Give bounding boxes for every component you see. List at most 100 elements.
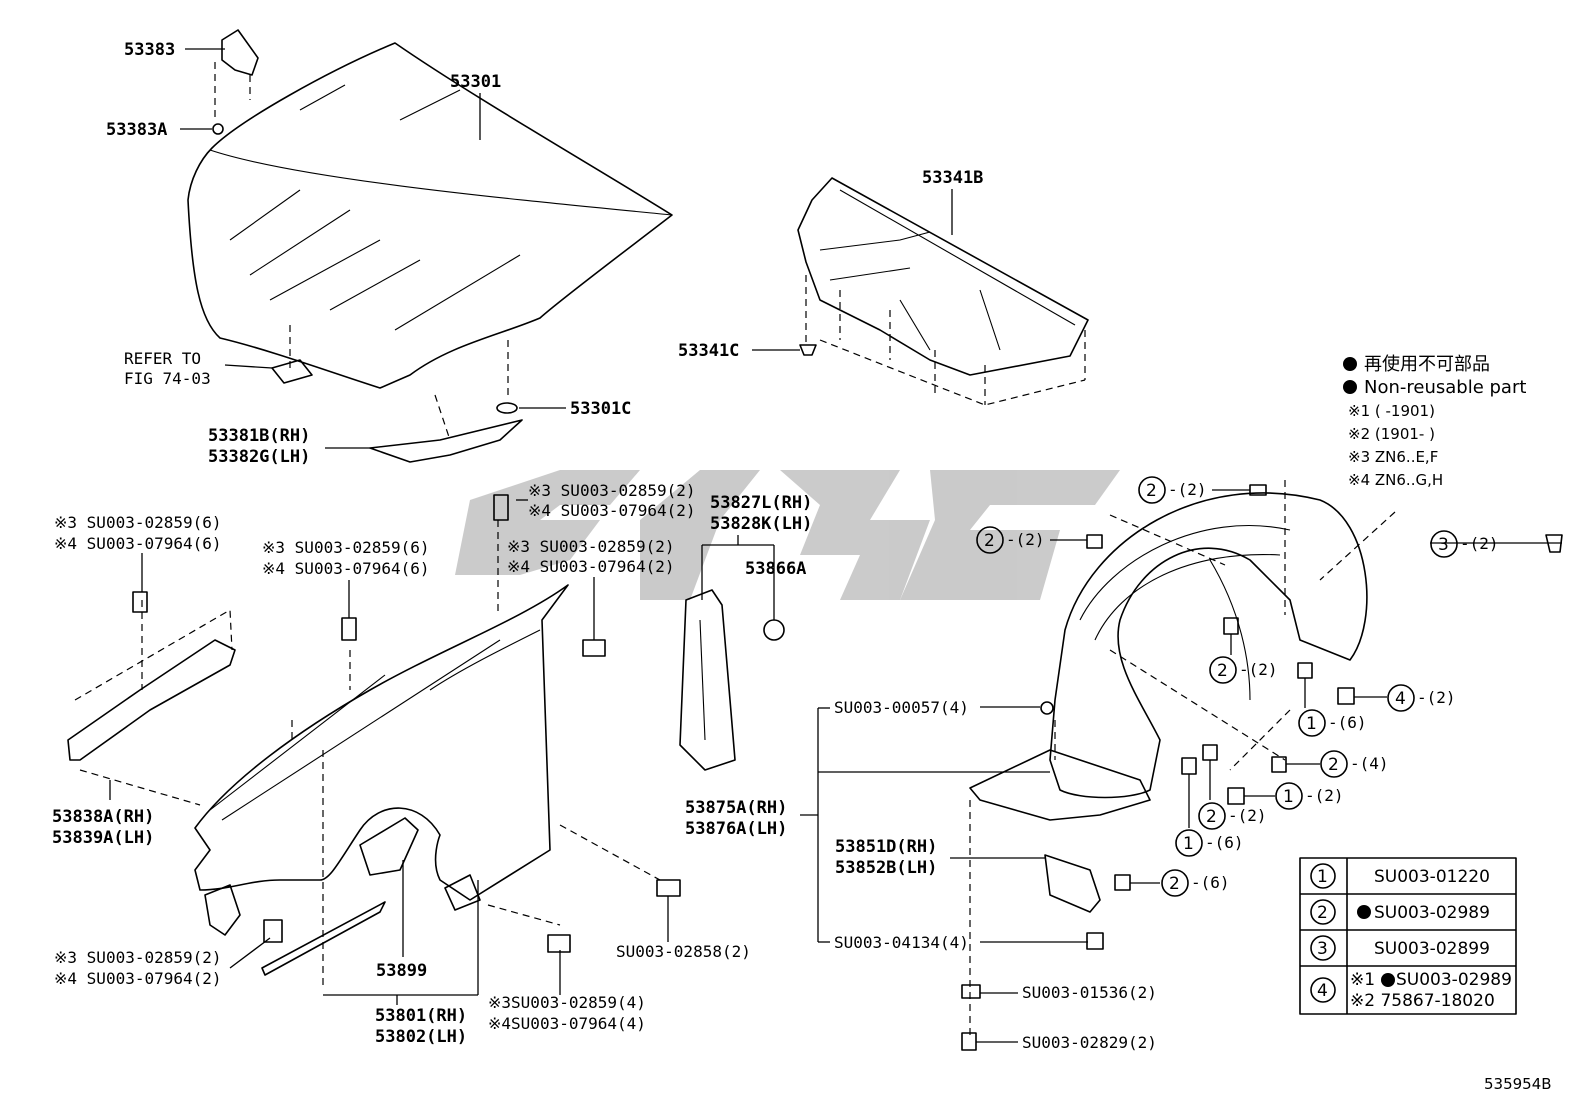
svg-text:4: 4 bbox=[1317, 981, 1328, 1001]
label-su-f2: ※4SU003-07964(4) bbox=[488, 1014, 646, 1033]
svg-text:-(6): -(6) bbox=[1191, 873, 1230, 892]
hood-53301 bbox=[187, 42, 673, 441]
label-53382g: 53382G(LH) bbox=[208, 447, 310, 467]
callout-4: 4-(2) bbox=[1387, 684, 1456, 712]
svg-text:1: 1 bbox=[1306, 714, 1317, 734]
label-53341b: 53341B bbox=[922, 168, 983, 188]
label-53383: 53383 bbox=[124, 40, 175, 60]
label-su-f1: ※3SU003-02859(4) bbox=[488, 993, 646, 1012]
svg-text:-(4): -(4) bbox=[1350, 754, 1389, 773]
label-53381b: 53381B(RH) bbox=[208, 426, 310, 446]
svg-text:2: 2 bbox=[984, 531, 995, 551]
callout-1-a: 1 -(6) bbox=[1298, 709, 1367, 737]
label-53875a: 53875A(RH) bbox=[685, 798, 787, 818]
svg-text:SU003-02899: SU003-02899 bbox=[1374, 939, 1490, 959]
legend-note-3: ※3 ZN6..E,F bbox=[1348, 448, 1438, 466]
refer-tag bbox=[271, 359, 313, 384]
label-su-b1: ※3 SU003-02859(6) bbox=[262, 538, 430, 557]
svg-text:SU003-02989: SU003-02989 bbox=[1374, 903, 1490, 923]
label-53866a: 53866A bbox=[745, 559, 806, 579]
callout-2-top: 2 -(2) bbox=[1138, 476, 1207, 504]
callout-2-d: 2 -(6) bbox=[1161, 869, 1230, 897]
label-fig-74-03: FIG 74-03 bbox=[124, 369, 211, 388]
hood-stopper-53383 bbox=[212, 29, 259, 135]
legend-note-2: ※2 (1901- ) bbox=[1348, 425, 1435, 443]
svg-text:-(2): -(2) bbox=[1239, 660, 1278, 679]
svg-text:-(6): -(6) bbox=[1328, 713, 1367, 732]
watermark-logo bbox=[455, 470, 1120, 600]
circled-callouts: 2-(2) 2-(2) 3-(2) 2-(2) 4-(2) 1-(6) 2-(4… bbox=[976, 476, 1499, 897]
callout-2-c: 2 -(2) bbox=[1198, 802, 1267, 830]
table-row: 3 SU003-02899 bbox=[1310, 935, 1490, 961]
label-53828k: 53828K(LH) bbox=[710, 514, 812, 534]
svg-text:4: 4 bbox=[1395, 689, 1406, 709]
label-53838a: 53838A(RH) bbox=[52, 807, 154, 827]
insulator-53341b bbox=[797, 177, 1089, 406]
label-su-02829: SU003-02829(2) bbox=[1022, 1033, 1157, 1052]
legend-note-1: ※1 ( -1901) bbox=[1348, 402, 1435, 420]
table-row: 2 SU003-02989 bbox=[1310, 899, 1490, 925]
table-row: 1 SU003-01220 bbox=[1310, 863, 1490, 889]
label-su-04134: SU003-04134(4) bbox=[834, 933, 969, 952]
label-su-e1: ※3 SU003-02859(2) bbox=[54, 948, 222, 967]
label-su-e2: ※4 SU003-07964(2) bbox=[54, 969, 222, 988]
callout-2-left: 2-(2) bbox=[976, 526, 1045, 554]
callout-1-c: 1-(6) bbox=[1175, 829, 1244, 857]
callout-2-b: 2 -(4) bbox=[1320, 750, 1389, 778]
svg-text:1: 1 bbox=[1283, 787, 1294, 807]
seal-53301c bbox=[496, 402, 518, 414]
seal-53381b bbox=[369, 419, 523, 463]
clip-icons bbox=[961, 484, 1563, 1051]
legend-note-4: ※4 ZN6..G,H bbox=[1348, 471, 1443, 489]
label-53301c: 53301C bbox=[570, 399, 631, 419]
svg-text:2: 2 bbox=[1146, 481, 1157, 501]
leader-lines bbox=[109, 48, 1562, 1043]
label-53851d: 53851D(RH) bbox=[835, 837, 937, 857]
svg-text:-(2): -(2) bbox=[1460, 534, 1499, 553]
label-su-a2: ※4 SU003-07964(6) bbox=[54, 534, 222, 553]
svg-text:2: 2 bbox=[1217, 661, 1228, 681]
svg-text:1: 1 bbox=[1317, 867, 1328, 887]
svg-text:-(2): -(2) bbox=[1228, 806, 1267, 825]
label-su-c2: ※4 SU003-07964(2) bbox=[528, 501, 696, 520]
label-53801: 53801(RH) bbox=[375, 1006, 467, 1026]
svg-text:※1: ※1 bbox=[1350, 970, 1375, 990]
svg-text:SU003-01220: SU003-01220 bbox=[1374, 867, 1490, 887]
label-53876a: 53876A(LH) bbox=[685, 819, 787, 839]
label-su-d2: ※4 SU003-07964(2) bbox=[507, 557, 675, 576]
label-53341c: 53341C bbox=[678, 341, 739, 361]
liner-53875a bbox=[969, 480, 1396, 1040]
label-su-01536: SU003-01536(2) bbox=[1022, 983, 1157, 1002]
svg-text:-(2): -(2) bbox=[1305, 786, 1344, 805]
label-53827l: 53827L(RH) bbox=[710, 493, 812, 513]
label-su-b2: ※4 SU003-07964(6) bbox=[262, 559, 430, 578]
figure-number: 535954B bbox=[1484, 1075, 1552, 1093]
fender-53801 bbox=[194, 520, 661, 990]
label-53301: 53301 bbox=[450, 72, 501, 92]
label-refer-to: REFER TO bbox=[124, 349, 201, 368]
bracket-53838a bbox=[67, 600, 236, 806]
reference-table: 1 SU003-01220 2 SU003-02989 3 SU003-02899 4… bbox=[1299, 857, 1517, 1015]
label-53802: 53802(LH) bbox=[375, 1027, 467, 1047]
label-su-a1: ※3 SU003-02859(6) bbox=[54, 513, 222, 532]
legend: 再使用不可部品 Non-reusable part ※1 ( -1901) ※2… bbox=[1343, 354, 1526, 489]
svg-text:-(2): -(2) bbox=[1168, 480, 1207, 499]
callout-3: 3 -(2) bbox=[1430, 530, 1499, 558]
legend-non-reusable: Non-reusable part bbox=[1364, 377, 1526, 398]
label-su-d1: ※3 SU003-02859(2) bbox=[507, 537, 675, 556]
bolt-icons bbox=[132, 494, 681, 953]
callout-1-b: 1 -(2) bbox=[1275, 782, 1344, 810]
callout-2-mid: 2 -(2) bbox=[1209, 656, 1278, 684]
svg-text:2: 2 bbox=[1169, 874, 1180, 894]
svg-text:※2 75867-18020: ※2 75867-18020 bbox=[1350, 991, 1495, 1011]
svg-text:2: 2 bbox=[1206, 807, 1217, 827]
label-53839a: 53839A(LH) bbox=[52, 828, 154, 848]
label-su-c1: ※3 SU003-02859(2) bbox=[528, 481, 696, 500]
legend-japanese: 再使用不可部品 bbox=[1364, 354, 1490, 375]
svg-text:3: 3 bbox=[1317, 939, 1328, 959]
svg-text:3: 3 bbox=[1438, 535, 1449, 555]
svg-text:2: 2 bbox=[1317, 903, 1328, 923]
svg-text:2: 2 bbox=[1328, 755, 1339, 775]
